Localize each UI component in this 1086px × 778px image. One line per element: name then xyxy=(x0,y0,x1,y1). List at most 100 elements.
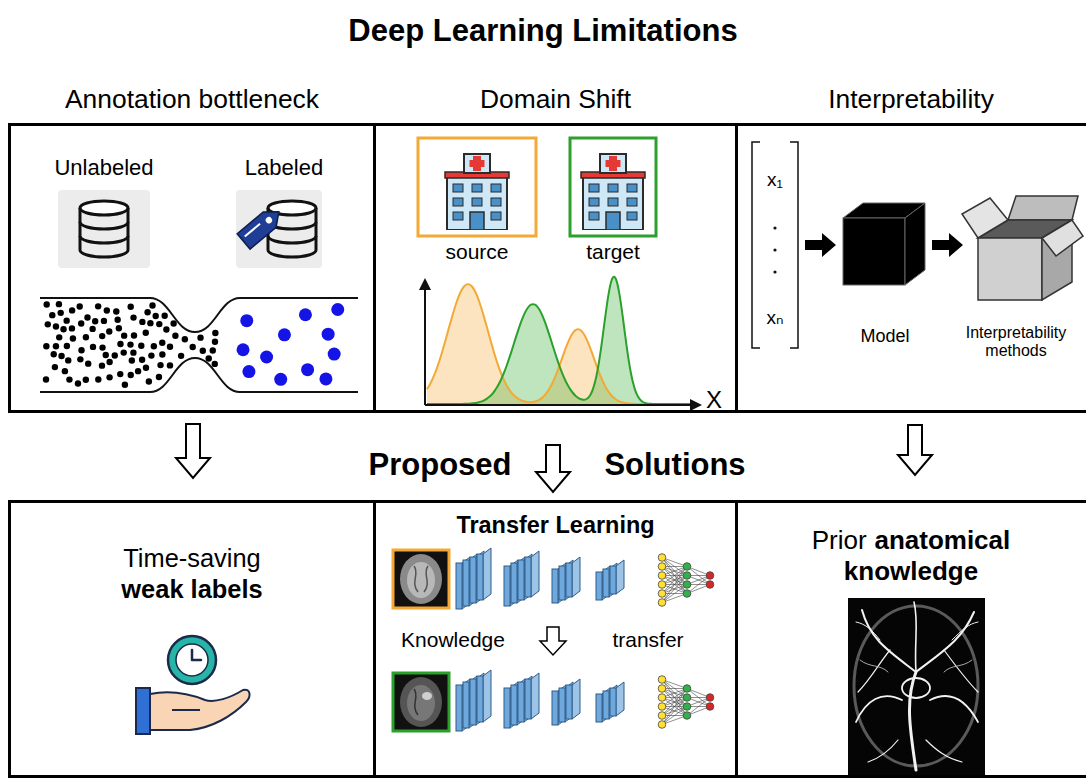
unlabeled-point xyxy=(170,320,176,326)
feature-map xyxy=(552,569,558,603)
unlabeled-point xyxy=(69,307,75,313)
unlabeled-point xyxy=(138,343,144,349)
unlabeled-point xyxy=(146,378,152,384)
node-heading: Domain Shift xyxy=(373,84,738,116)
neuron xyxy=(683,572,691,580)
path-shape xyxy=(909,672,916,770)
feature-map xyxy=(463,682,469,728)
polygon-shape xyxy=(962,198,1008,238)
neuron-link xyxy=(662,567,687,594)
feature-map xyxy=(476,551,484,603)
feature-map xyxy=(531,673,539,719)
source-hospital-icon xyxy=(418,138,536,236)
unlabeled-point xyxy=(212,361,218,367)
unlabeled-point xyxy=(212,339,218,345)
neuron xyxy=(658,685,666,693)
feature-map xyxy=(565,560,573,600)
path-shape xyxy=(752,142,760,348)
path-shape xyxy=(237,204,285,249)
neuron-link xyxy=(662,680,687,707)
neuron xyxy=(658,721,666,729)
neuron-link xyxy=(662,567,687,594)
unlabeled-point xyxy=(64,343,70,349)
feature-map xyxy=(469,676,477,728)
unlabeled-point xyxy=(52,364,58,370)
node-text: anatomical knowledge xyxy=(844,525,1010,586)
circle-shape xyxy=(176,644,208,676)
feature-map xyxy=(517,679,525,725)
feature-map xyxy=(603,691,609,719)
unlabeled-point xyxy=(172,333,178,339)
ellipse-shape xyxy=(400,554,442,604)
section-heading: Proposed xyxy=(369,447,512,483)
cnn-diagram xyxy=(456,548,714,609)
unlabeled-point xyxy=(85,360,91,366)
target-hospital-icon xyxy=(570,138,656,236)
feature-map xyxy=(616,560,624,594)
figure-label: x₁ xyxy=(767,169,783,191)
figure-label: Model xyxy=(860,326,909,347)
neuron xyxy=(706,703,714,711)
node-heading: Transfer Learning xyxy=(373,511,738,539)
unlabeled-point xyxy=(197,334,203,340)
feature-map xyxy=(504,688,510,728)
unlabeled-point xyxy=(83,334,89,340)
feature-map xyxy=(477,554,483,600)
feature-map xyxy=(566,685,572,719)
feature-map xyxy=(572,557,580,597)
feature-map xyxy=(462,557,470,609)
neuron xyxy=(658,703,666,711)
circle-shape xyxy=(773,248,776,251)
unlabeled-point xyxy=(156,321,162,327)
unlabeled-point xyxy=(143,365,149,371)
node-text-group: Time-savingweak labels xyxy=(8,543,376,604)
unlabeled-point xyxy=(121,349,127,355)
unlabeled-point xyxy=(151,343,157,349)
unlabeled-point xyxy=(106,328,112,334)
unlabeled-point xyxy=(167,344,173,350)
unlabeled-point xyxy=(130,314,136,320)
unlabeled-point xyxy=(200,348,206,354)
feature-map xyxy=(531,551,539,597)
hollow-arrow xyxy=(536,445,570,492)
unlabeled-point xyxy=(99,344,105,350)
neuron xyxy=(706,581,714,589)
feature-map xyxy=(596,694,602,722)
path-shape xyxy=(790,142,798,348)
unlabeled-point xyxy=(144,309,150,315)
unlabeled-point xyxy=(62,368,68,374)
feature-map xyxy=(518,682,524,722)
unlabeled-point xyxy=(103,352,109,358)
path-shape xyxy=(80,222,128,243)
figure-label: Unlabeled xyxy=(54,155,153,180)
unlabeled-point xyxy=(182,336,188,342)
neuron-link xyxy=(662,689,687,716)
labeled-point xyxy=(328,348,341,361)
g-shape xyxy=(856,602,978,770)
feature-map xyxy=(609,563,617,597)
unlabeled-point xyxy=(95,303,101,309)
neuron-link xyxy=(662,576,687,603)
unlabeled-point xyxy=(159,351,165,357)
unlabeled-point xyxy=(56,334,62,340)
unlabeled-point xyxy=(147,320,153,326)
flow-arrow-icon xyxy=(805,233,836,257)
feature-map xyxy=(510,560,518,606)
figure-label: Labeled xyxy=(245,155,323,180)
source-curve xyxy=(427,284,691,404)
neuron xyxy=(658,563,666,571)
unlabeled-point xyxy=(53,343,59,349)
node-heading: Time-saving xyxy=(8,543,376,574)
feature-map xyxy=(616,682,624,716)
unlabeled-point xyxy=(56,301,62,307)
unlabeled-point xyxy=(90,344,96,350)
unlabeled-point xyxy=(139,357,145,363)
feature-map xyxy=(603,569,609,597)
path-shape xyxy=(860,660,972,672)
unlabeled-point xyxy=(210,347,216,353)
polygon-shape xyxy=(1042,220,1083,256)
unlabeled-point xyxy=(49,312,55,318)
rect-shape xyxy=(393,673,449,731)
